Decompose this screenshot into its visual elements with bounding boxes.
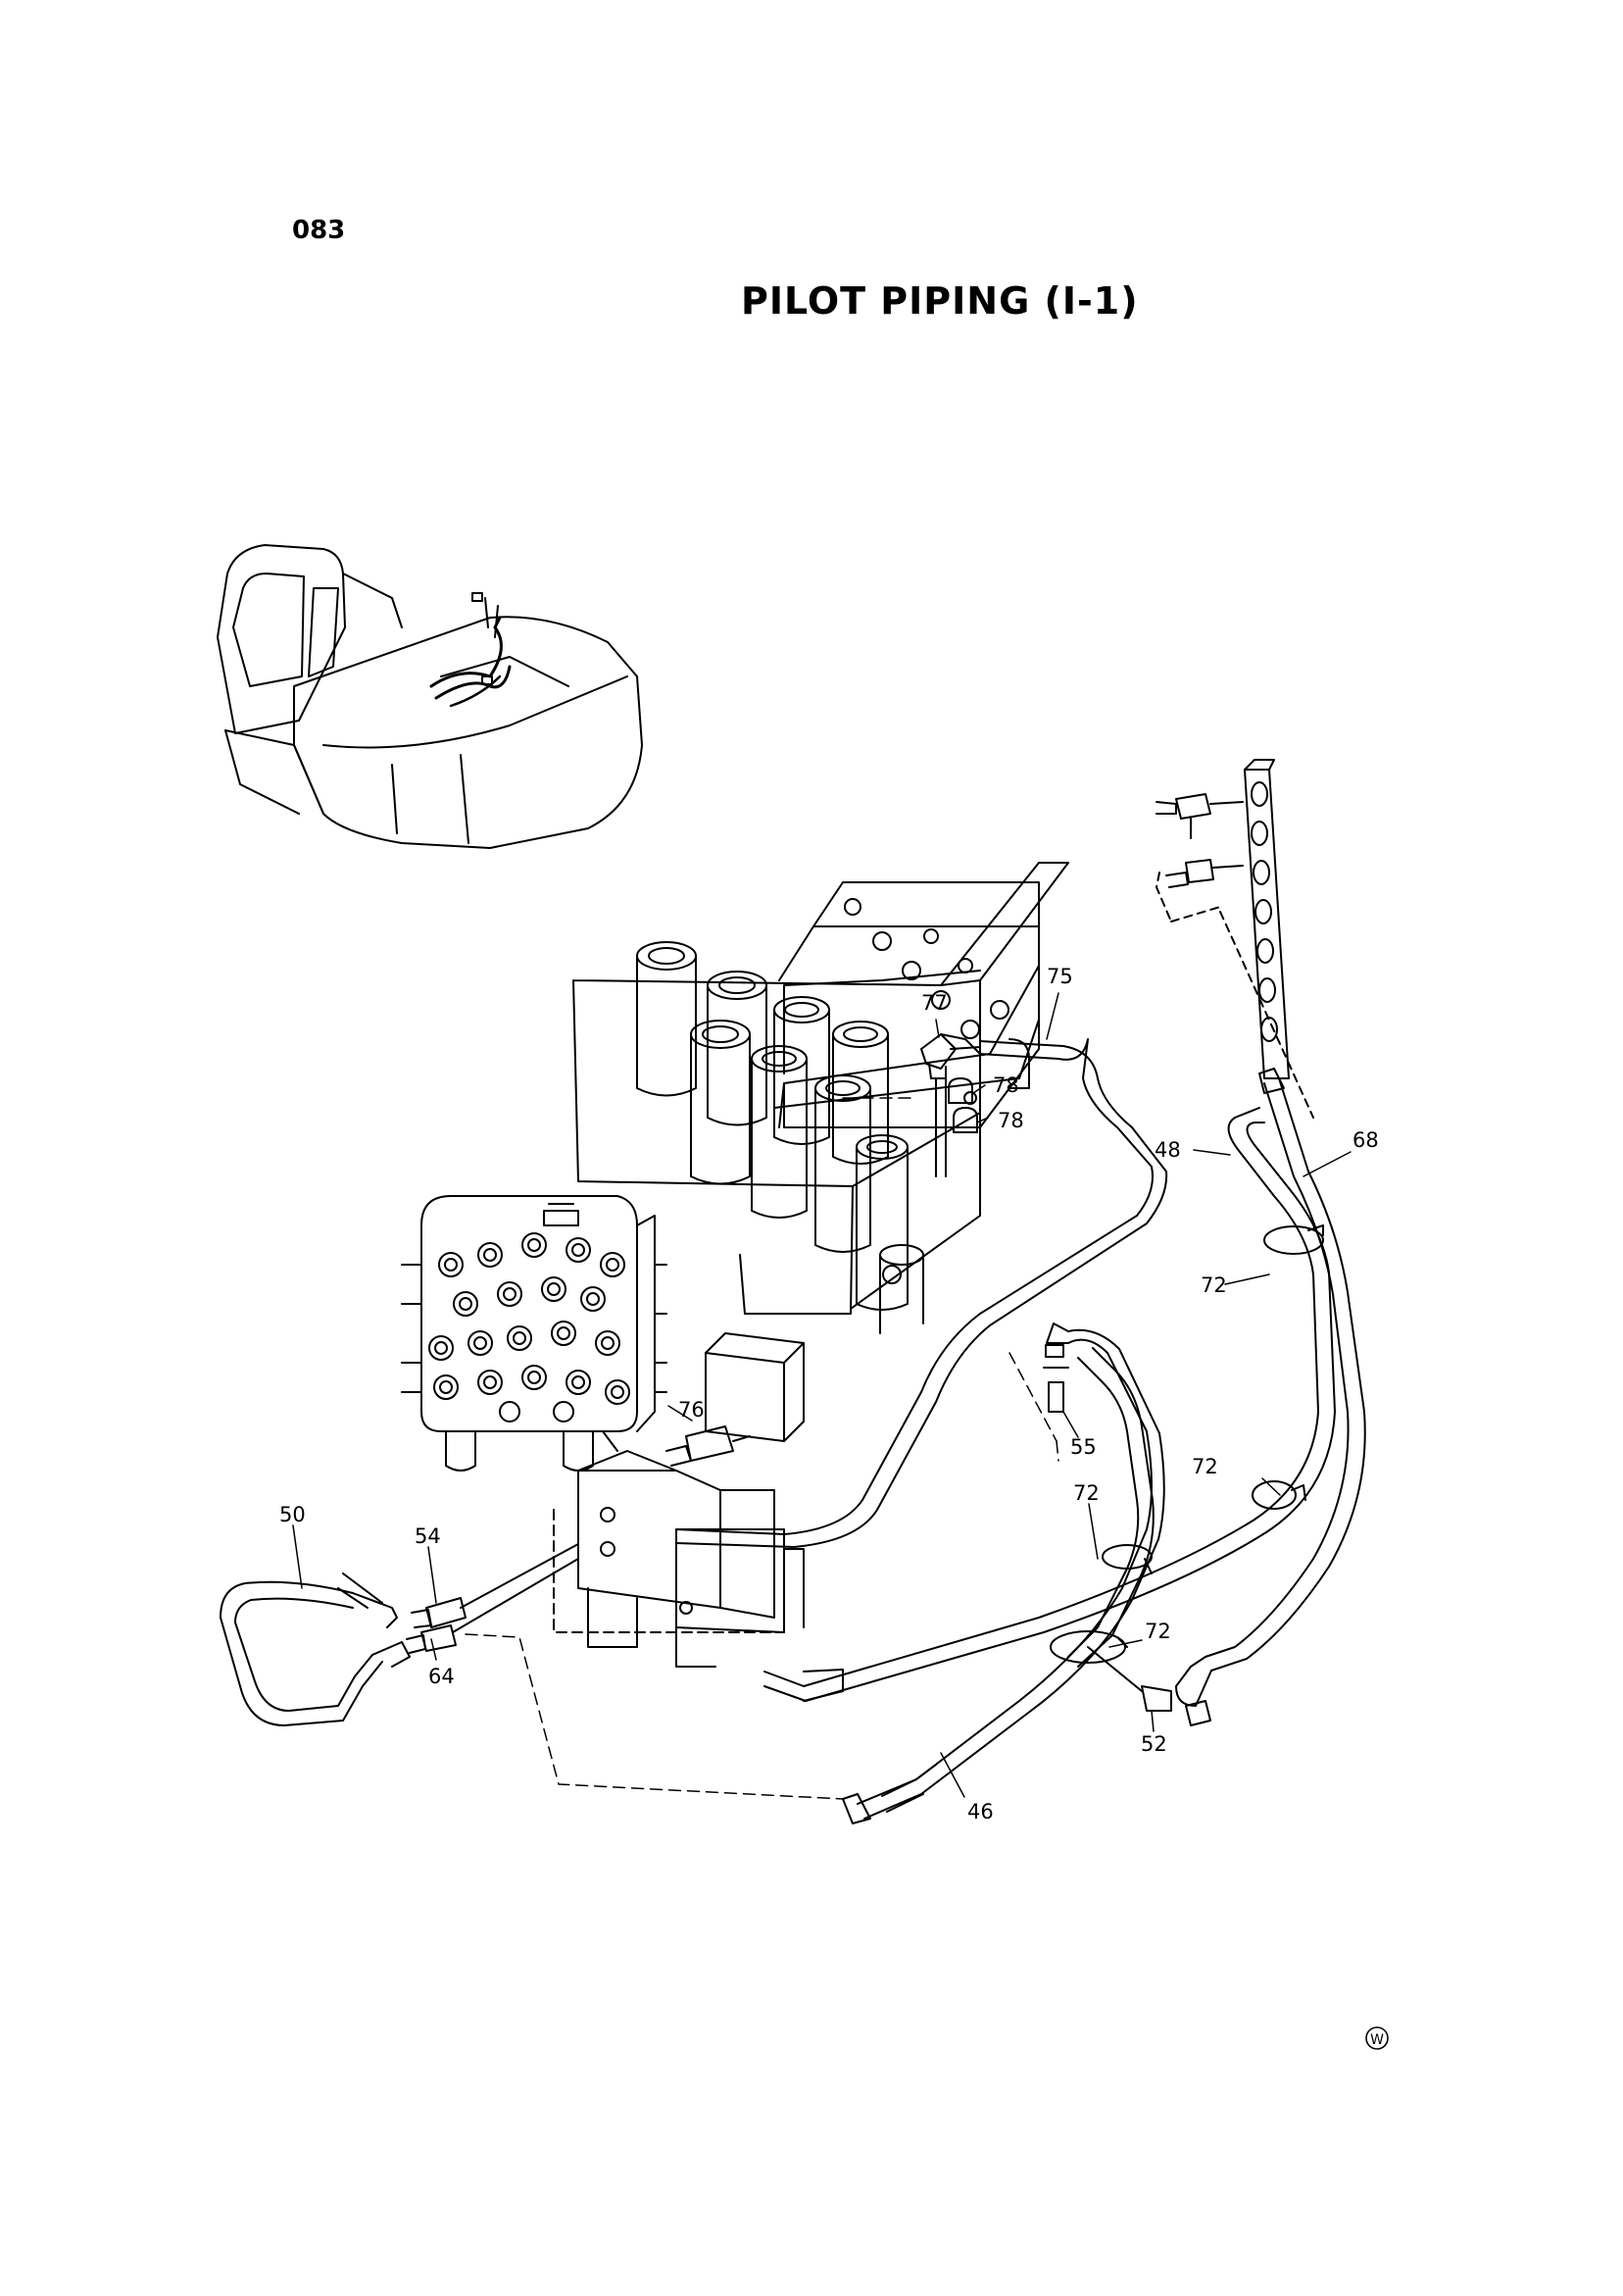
page-title: PILOT PIPING (I-1): [741, 279, 1139, 323]
callout-68: 68: [1352, 1128, 1379, 1152]
callout-55: 55: [1070, 1435, 1097, 1459]
clamps-72: [1050, 1224, 1324, 1664]
callout-78-a: 78: [993, 1073, 1019, 1097]
callout-78-b: 78: [998, 1109, 1024, 1132]
callout-72-a: 72: [1073, 1481, 1100, 1505]
solenoid-valve-block: [553, 1332, 805, 1668]
callout-50: 50: [279, 1503, 306, 1526]
callout-64: 64: [428, 1665, 455, 1688]
fittings-54-64: [406, 1543, 579, 1654]
callout-76: 76: [678, 1398, 705, 1422]
fitting-76: [665, 1425, 751, 1467]
callout-54: 54: [415, 1524, 441, 1548]
callout-52: 52: [1141, 1732, 1167, 1756]
page-code: 083: [292, 216, 346, 245]
callout-46: 46: [967, 1800, 994, 1823]
fittings-52: [1087, 1646, 1211, 1726]
spool-cylinders: [636, 941, 924, 1334]
leader-lines: [292, 992, 1352, 1800]
fittings-77-78: [920, 1033, 981, 1177]
callout-72-c: 72: [1201, 1273, 1227, 1297]
callout-48: 48: [1155, 1138, 1181, 1162]
hose-55-branch: [1043, 1344, 1155, 1668]
callout-72-d: 72: [1145, 1620, 1171, 1643]
callout-75: 75: [1047, 965, 1073, 988]
callout-labels: 50 54 64 76 46 52 72 72 72 72 55 48 68 7…: [279, 965, 1379, 1823]
control-valve-assembly: [401, 862, 1069, 1668]
hose-46: [842, 1323, 1165, 1824]
bracket-plate: [1156, 759, 1314, 1119]
w-mark-letter: W: [1370, 2032, 1384, 2048]
hose-50: [220, 1572, 411, 1726]
callout-77: 77: [921, 991, 948, 1015]
pilot-port-block: [401, 1195, 667, 1472]
hose-48: [763, 1107, 1336, 1702]
w-mark-symbol: W: [1365, 2026, 1389, 2050]
callout-72-b: 72: [1192, 1455, 1218, 1478]
excavator-location-thumbnail: [217, 544, 643, 849]
